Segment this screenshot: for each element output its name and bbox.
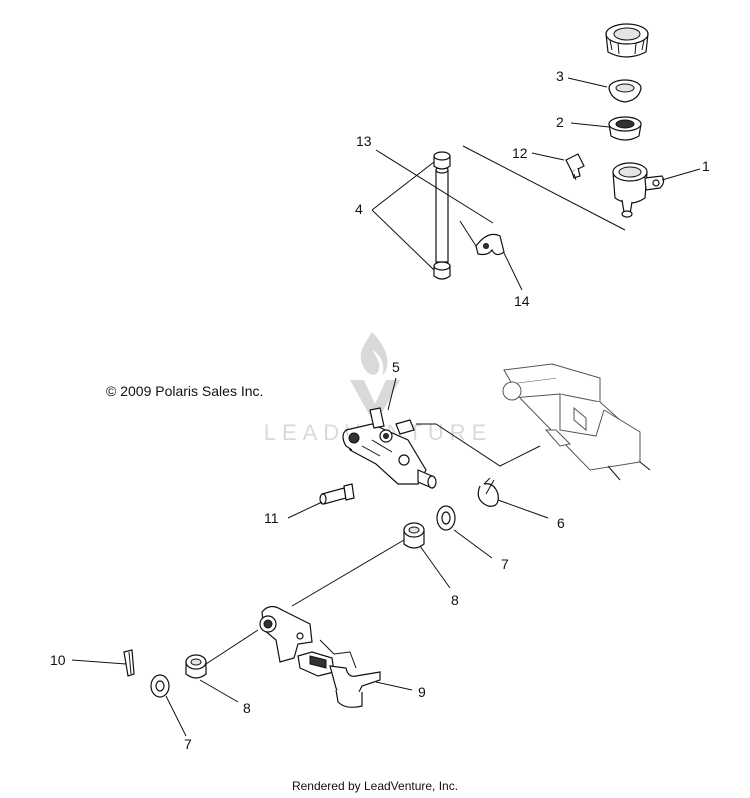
lower-leader-lines [71,377,549,737]
callout-9: 9 [418,684,426,700]
part-6-retaining-ring [477,477,499,507]
reservoir-cap [605,23,649,58]
part-7-washer-lower [150,674,170,698]
part-11-bolt [319,483,355,505]
part-7-washer-upper [436,505,456,531]
callout-11: 11 [264,510,279,526]
callout-7-lower: 7 [184,736,192,752]
part-8-bushing-upper [403,522,425,549]
copyright-notice: © 2009 Polaris Sales Inc. [106,383,264,399]
part-9-brake-pedal [259,605,381,708]
callout-14: 14 [514,293,530,309]
footer-credit: Rendered by LeadVenture, Inc. [291,779,459,793]
part-10-cotter-pin [123,649,135,677]
callout-12: 12 [512,145,528,161]
callout-4: 4 [355,201,363,217]
part-2-seal [608,116,642,141]
part-8-bushing-lower [185,654,207,679]
callout-6: 6 [557,515,565,531]
callout-2: 2 [556,114,564,130]
part-3-diaphragm [608,79,642,103]
callout-7-upper: 7 [501,556,509,572]
part-13-hose [435,166,449,263]
part-4-clamp-top [433,151,451,170]
part-5-master-cylinder [342,407,437,489]
part-1-reservoir [612,162,665,218]
callout-8-lower: 8 [243,700,251,716]
callout-5: 5 [392,359,400,375]
top-leader-lines [371,77,701,291]
callout-10: 10 [50,652,66,668]
frame-background [502,363,651,481]
part-12-bolt [565,153,585,181]
callout-13: 13 [356,133,372,149]
callout-numbers: 1 2 3 4 12 13 14 5 6 7 8 11 10 9 8 7 [50,68,710,752]
v-logo-icon [350,380,400,420]
part-14-clip [475,233,505,256]
callout-1: 1 [702,158,710,174]
flame-logo-icon [360,332,388,376]
callout-3: 3 [556,68,564,84]
part-4-clamp-bottom [433,261,451,280]
callout-8-upper: 8 [451,592,459,608]
